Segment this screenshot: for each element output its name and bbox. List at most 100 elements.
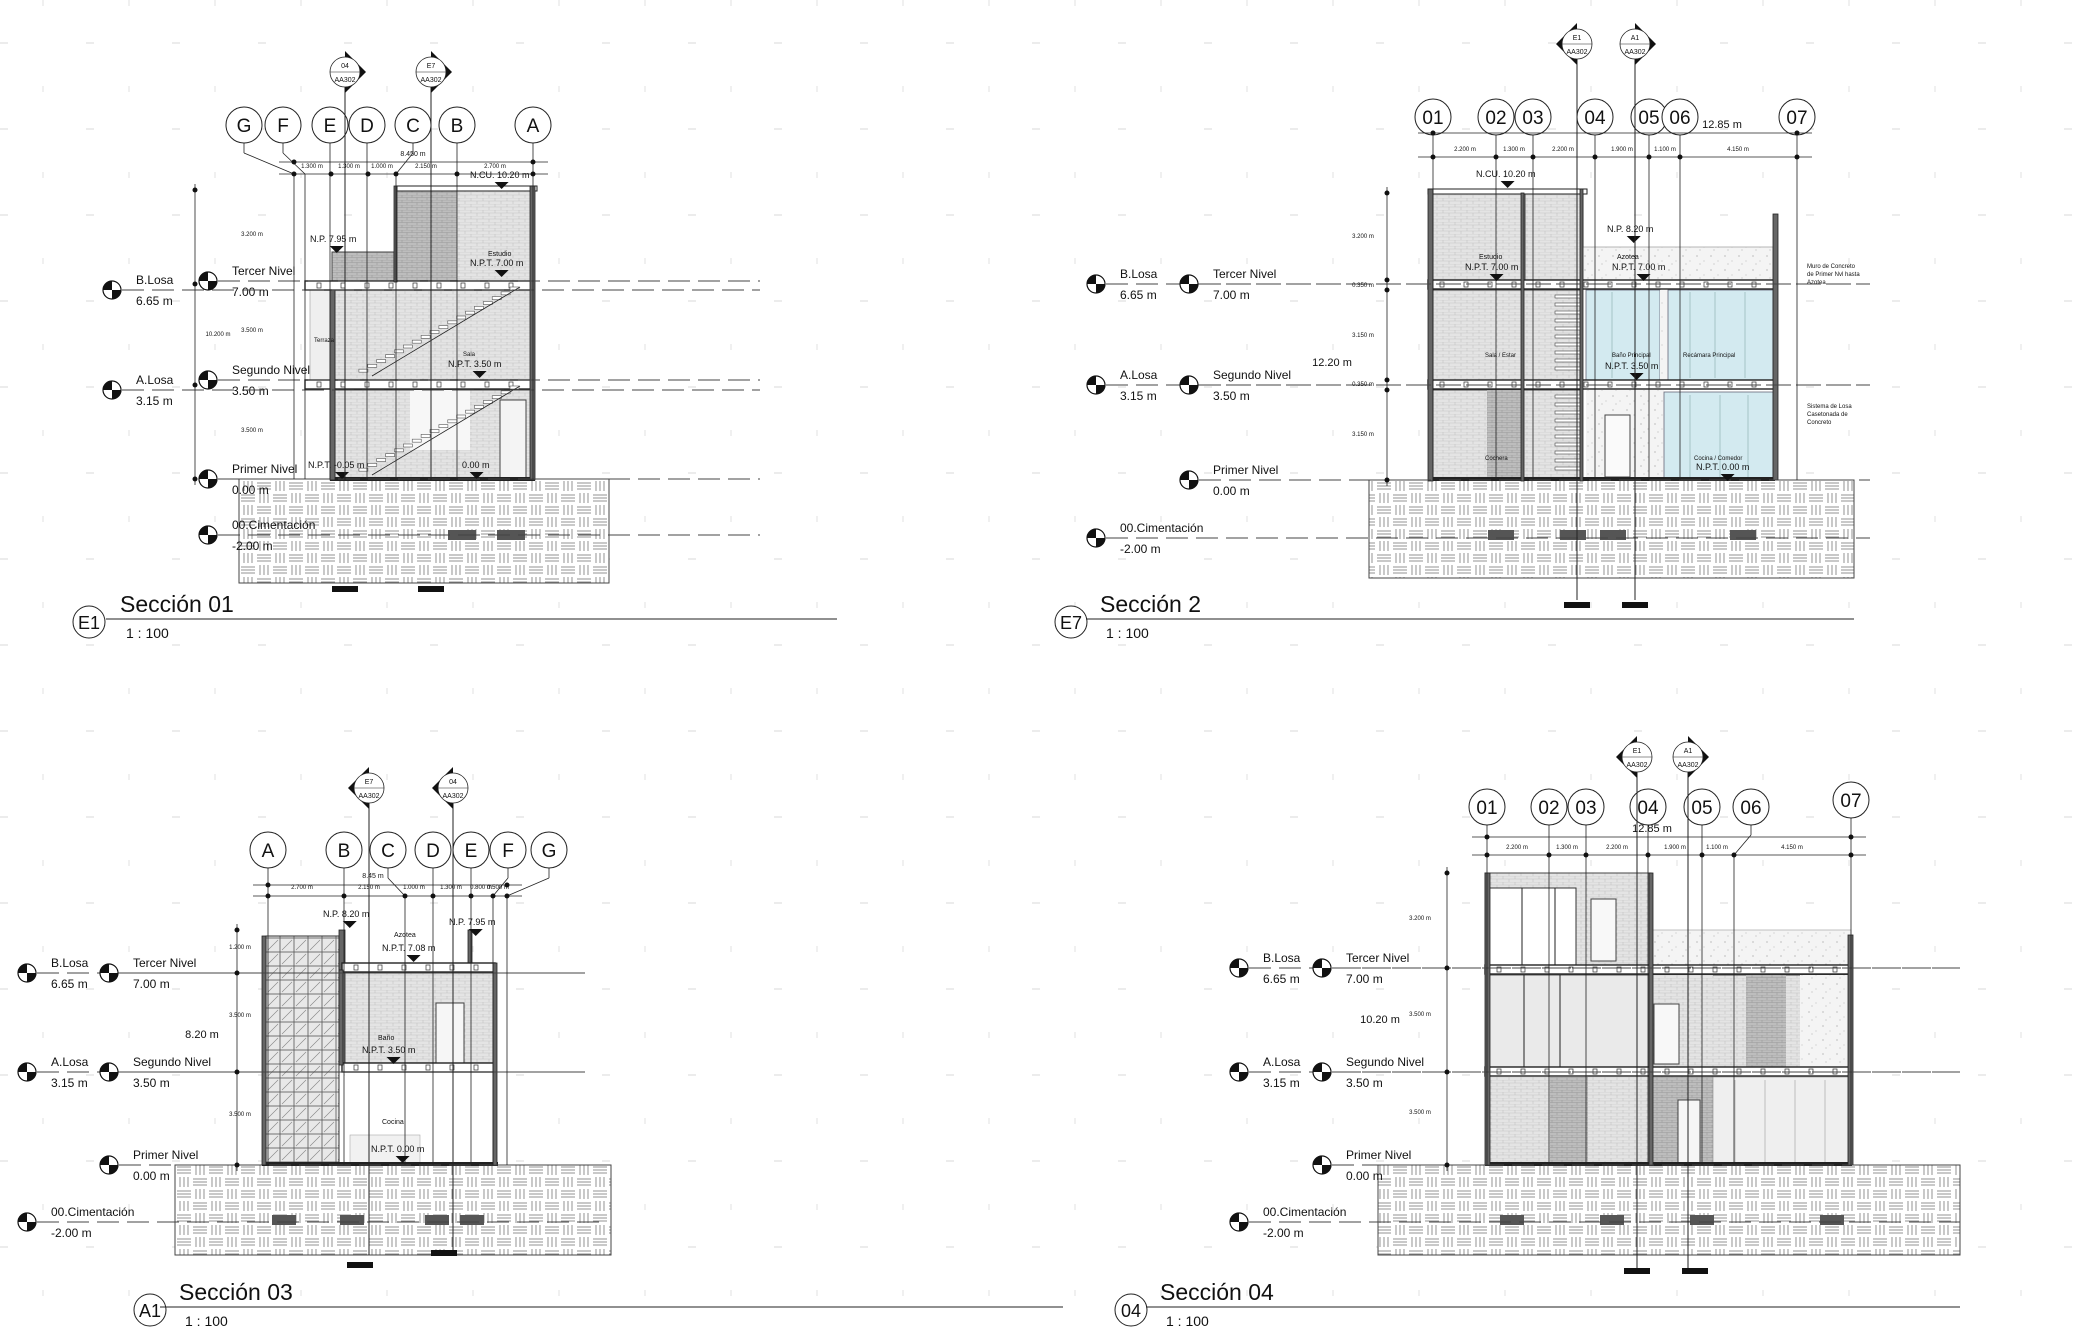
level-name: Primer Nivel [1213, 463, 1278, 477]
total-height: 10.20 m [1360, 1014, 1400, 1026]
dimension-value: 4.150 m [1727, 147, 1749, 153]
level-elevation: 0.00 m [1346, 1169, 1383, 1183]
level-elevation: 3.15 m [1263, 1076, 1300, 1090]
slab-rib [460, 381, 466, 388]
footing [1600, 1215, 1624, 1225]
level-00-cimentaci-n: 00.Cimentación-2.00 m [198, 518, 760, 553]
annotation: N.P. 7.95 m [449, 917, 495, 927]
level-quadrant-icon [1313, 959, 1331, 977]
vertical-dimensions: 1.200 m3.500 m3.500 m8.20 m [185, 924, 251, 1171]
stair-step [483, 400, 493, 404]
grid-bubble [325, 831, 363, 869]
grid-bubble-B: B [438, 106, 476, 479]
floor-slab [341, 962, 496, 973]
dim-tick [1848, 852, 1854, 858]
grid-bubble [514, 106, 552, 144]
total-height: 10.200 m [205, 332, 230, 338]
annotation: Azotea [1617, 254, 1639, 261]
dimension-value: 4.150 m [1781, 845, 1803, 851]
annotation: N.P. 8.20 m [1607, 224, 1653, 234]
dim-tick [1484, 834, 1490, 840]
slab-rib [1616, 966, 1622, 973]
level-quadrant-icon [100, 964, 118, 982]
section-marker-sheet: AA302 [1566, 49, 1587, 56]
level-name: 00.Cimentación [1120, 521, 1203, 535]
section-marker-id: 04 [341, 63, 349, 70]
dim-tick [1384, 377, 1390, 383]
level-name: Tercer Nivel [133, 956, 196, 970]
annotation: Muro de Concreto [1807, 264, 1856, 270]
studio-wall-dark [397, 190, 457, 281]
ground-hatch [1368, 479, 1855, 579]
structural-wall [1847, 934, 1854, 1166]
annotation: 0.00 m [462, 460, 490, 470]
dim-tick [1384, 477, 1390, 483]
dim-tick [192, 476, 198, 482]
annotation: N.P.T. 7.00 m [470, 258, 523, 268]
dim-tick [1546, 852, 1552, 858]
slab-rib [377, 1064, 383, 1071]
dimension-value: 1.300 m [301, 164, 323, 170]
roof-parapet [1650, 929, 1852, 966]
level-elevation: 7.00 m [133, 977, 170, 991]
level-elevation: 6.65 m [1120, 288, 1157, 302]
slab-rib [1664, 966, 1670, 973]
annotation: Recámara Principal [1683, 353, 1735, 359]
dim-tick [1484, 852, 1490, 858]
glass-bedroom [1667, 289, 1774, 381]
dim-tick [234, 927, 240, 933]
level-elevation: -2.00 m [1263, 1226, 1304, 1240]
level-triangle-icon [329, 246, 344, 253]
kitchen-counter [349, 1134, 421, 1164]
grid-label: F [502, 841, 514, 862]
dim-tick [1848, 834, 1854, 840]
grid-bubble [438, 106, 476, 144]
level-primer-nivel: Primer Nivel 0.00 m [198, 462, 760, 497]
view-scale: 1 : 100 [1166, 1313, 1209, 1329]
section-marker-sheet: AA302 [334, 77, 355, 84]
dimension-value: 1.000 m [403, 885, 425, 891]
level-elevation: -2.00 m [232, 539, 273, 553]
dimension-value: 2.200 m [1606, 845, 1628, 851]
view-title-text: Sección 03 [179, 1279, 293, 1305]
level-triangle-icon [1489, 274, 1504, 281]
structural-wall [393, 185, 398, 283]
slab-rib [388, 381, 394, 388]
slab-rib [1712, 966, 1718, 973]
level-name: Primer Nivel [232, 462, 297, 476]
slab-rib [425, 1064, 431, 1071]
door [435, 1002, 465, 1064]
slab-rib [449, 964, 455, 971]
level-elevation: 3.50 m [232, 384, 269, 398]
annotation: N.P.T. 3.50 m [1605, 361, 1658, 371]
grid-label: 03 [1522, 108, 1543, 129]
dim-tick [1384, 287, 1390, 293]
dim-tick [1583, 852, 1589, 858]
level-elevation: 7.00 m [232, 285, 269, 299]
grid-label: D [360, 116, 374, 137]
view-number-bubble [1114, 1293, 1148, 1327]
stair-stringer [371, 385, 521, 476]
slab-rib [377, 964, 383, 971]
slab-rib [449, 1064, 455, 1071]
grid-label: 05 [1638, 108, 1659, 129]
section-cut-end [332, 586, 358, 592]
slab-rib [473, 1064, 479, 1071]
level-quadrant-icon [199, 371, 217, 389]
grid-bubble-07: 07 [1778, 98, 1816, 480]
grid-label: 03 [1575, 798, 1596, 819]
level-triangle-icon [335, 472, 350, 479]
dim-tick [1646, 154, 1652, 160]
level-elevation: 6.65 m [1263, 972, 1300, 986]
